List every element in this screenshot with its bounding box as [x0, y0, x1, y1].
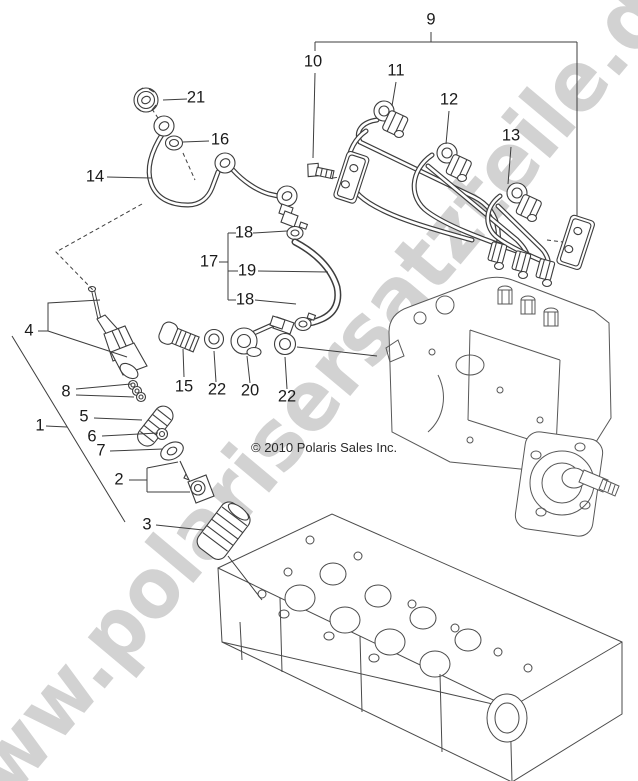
- leader-line: [45, 425, 68, 428]
- callout-3: 3: [142, 515, 152, 534]
- injection-pump-art: [385, 276, 620, 537]
- leader-line: [109, 448, 164, 452]
- clamp-left-art: [333, 150, 370, 204]
- leader-line: [546, 239, 564, 243]
- leader-line: [312, 72, 316, 159]
- nozzle-nut-art: [196, 501, 251, 560]
- leader-line: [391, 81, 397, 107]
- callout-7: 7: [96, 441, 106, 460]
- leader-line: [254, 299, 297, 305]
- injector-art: [87, 285, 251, 560]
- leader-line: [93, 417, 143, 421]
- leader-line: [155, 524, 204, 531]
- banjo-pipe-art: [158, 315, 297, 358]
- callout-11: 11: [387, 61, 405, 80]
- leader-line: [445, 110, 450, 145]
- leader-line: [162, 98, 188, 101]
- leader-line: [11, 335, 126, 523]
- callout-14: 14: [85, 167, 105, 186]
- leader-lines: [11, 32, 578, 601]
- callout-5: 5: [79, 407, 89, 426]
- cylinder-head-art: [217, 513, 623, 781]
- callout-8: 8: [61, 382, 71, 401]
- callout-16: 16: [210, 130, 230, 149]
- overflow-hose-art: [272, 210, 342, 335]
- leader-line: [75, 383, 132, 390]
- callout-22: 22: [277, 387, 297, 406]
- leader-line: [75, 394, 135, 398]
- leader-line: [182, 348, 185, 378]
- callout-4: 4: [24, 321, 34, 340]
- callout-18: 18: [234, 223, 254, 242]
- callout-1: 1: [35, 416, 45, 435]
- disc-art: [160, 441, 184, 461]
- callout-9: 9: [426, 10, 436, 29]
- clamp-right-art: [556, 214, 595, 270]
- leader-line: [227, 555, 263, 601]
- leader-line: [106, 176, 152, 179]
- callout-18: 18: [235, 290, 255, 309]
- leader-line: [246, 355, 251, 384]
- callout-21: 21: [186, 88, 206, 107]
- callout-12: 12: [439, 90, 459, 109]
- leader-line: [146, 461, 179, 469]
- callout-10: 10: [303, 52, 323, 71]
- leader-line: [296, 346, 378, 357]
- leader-line: [182, 152, 196, 181]
- injection-lines-art: [307, 100, 595, 288]
- leader-line: [213, 350, 217, 383]
- leader-line: [47, 330, 128, 358]
- leader-line: [101, 432, 159, 437]
- fuel-return-line-art: [133, 87, 298, 225]
- plug-art: [158, 321, 200, 353]
- leader-line: [332, 176, 341, 179]
- leader-line: [47, 299, 101, 331]
- callout-19: 19: [237, 261, 257, 280]
- callout-22: 22: [207, 380, 227, 399]
- copyright-text: © 2010 Polaris Sales Inc.: [251, 440, 397, 455]
- leader-line: [257, 270, 329, 273]
- callout-15: 15: [174, 377, 194, 396]
- leader-line: [507, 146, 512, 185]
- callout-17: 17: [199, 252, 219, 271]
- leader-line: [252, 230, 288, 234]
- leader-line: [182, 140, 210, 143]
- callout-6: 6: [87, 427, 97, 446]
- callout-2: 2: [114, 470, 124, 489]
- callout-13: 13: [501, 126, 521, 145]
- leader-line: [55, 203, 143, 291]
- bolt-art: [307, 162, 335, 180]
- leader-line: [284, 356, 288, 390]
- leader-line: [151, 108, 159, 119]
- callout-20: 20: [240, 381, 260, 400]
